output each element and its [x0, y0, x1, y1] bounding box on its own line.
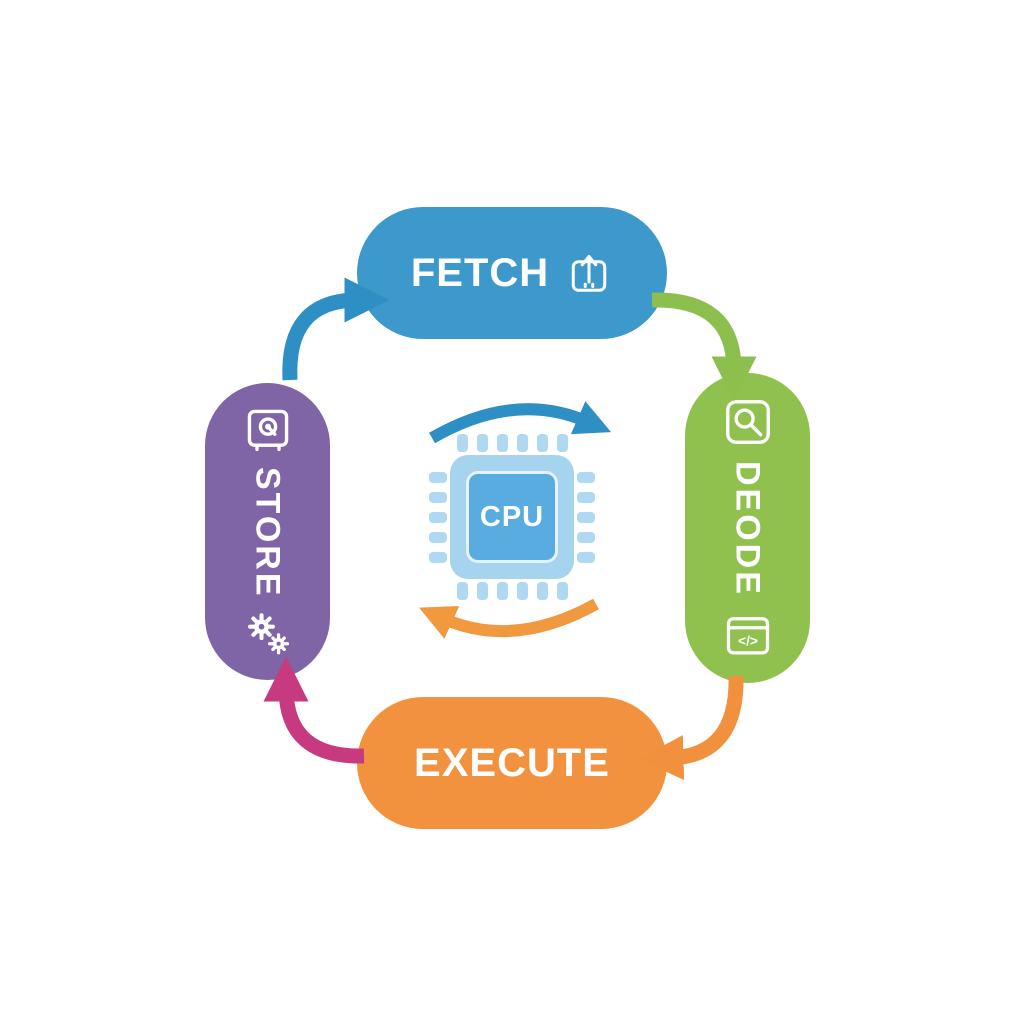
gears-icon	[242, 608, 294, 660]
chip-body: CPU	[450, 455, 574, 579]
node-store: STORE	[205, 383, 330, 680]
store-label: STORE	[248, 466, 287, 599]
cpu-label: CPU	[479, 500, 545, 533]
chip-pins-top	[429, 434, 595, 452]
code-window-icon: </>	[722, 609, 774, 661]
decode-label: DEODE	[728, 461, 767, 597]
arrow-fetch-to-decode	[644, 278, 757, 402]
node-fetch: FETCH	[357, 207, 667, 339]
magnifier-icon	[721, 395, 775, 449]
upload-tray-icon	[565, 249, 613, 297]
chip-pins-right	[577, 434, 595, 600]
arrow-execute-to-store	[263, 656, 378, 776]
hard-drive-icon	[241, 403, 295, 457]
cpu-chip-icon: CPU	[429, 434, 595, 600]
fetch-label: FETCH	[410, 250, 550, 295]
chip-pins-bottom	[429, 582, 595, 600]
chip-pins-left	[429, 434, 447, 600]
arrow-center-top	[420, 388, 612, 450]
node-execute: EXECUTE	[357, 697, 667, 829]
node-decode: DEODE </>	[685, 373, 810, 683]
arrow-store-to-fetch	[272, 277, 390, 388]
code-glyph: </>	[738, 633, 758, 649]
arrow-decode-to-execute	[638, 668, 756, 781]
arrow-center-bottom	[418, 594, 608, 654]
execute-label: EXECUTE	[414, 740, 610, 785]
chip-core: CPU	[466, 471, 558, 563]
